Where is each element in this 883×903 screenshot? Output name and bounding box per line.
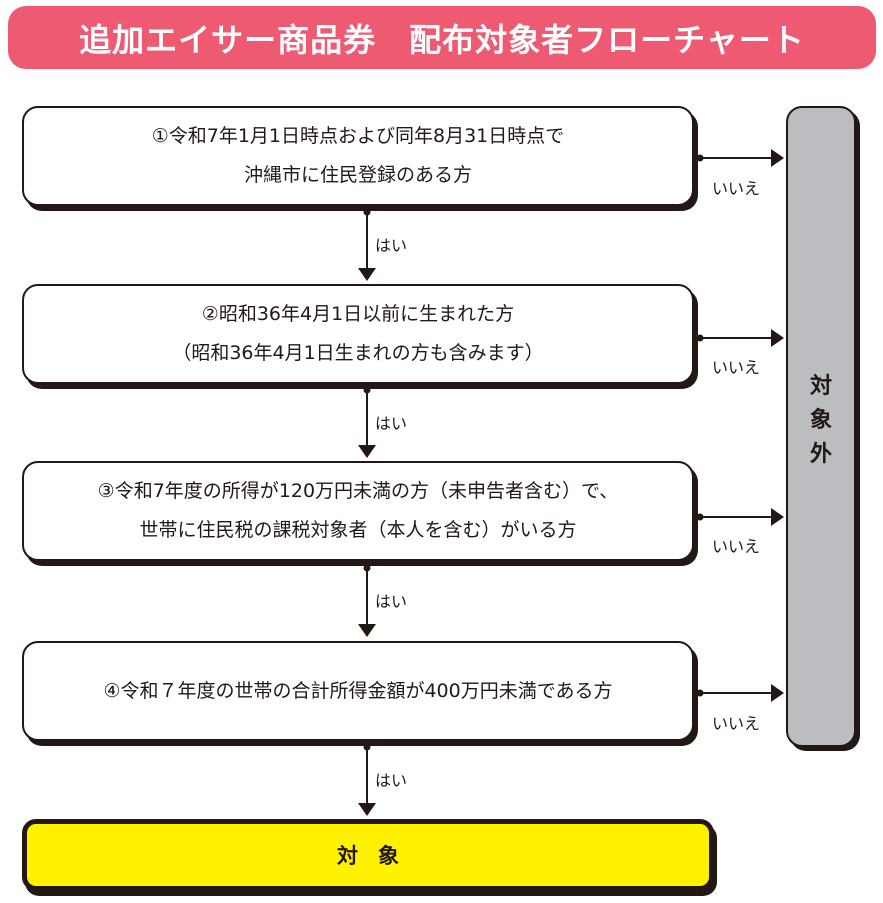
arrow-right-icon [771,684,784,702]
no-arrow-1 [696,149,784,167]
criterion-1-line-1: ①令和7年1月1日時点および同年8月31日時点で [151,125,565,147]
criterion-box-4: ④令和７年度の世帯の合計所得金額が400万円未満である方 [22,641,694,741]
connector-dot [696,513,704,521]
page-title: 追加エイサー商品券 配布対象者フローチャート [8,6,876,69]
criterion-4-line-1: ④令和７年度の世帯の合計所得金額が400万円未満である方 [103,679,613,702]
criterion-box-3: ③令和7年度の所得が120万円未満の方（未申告者含む）で、 世帯に住民税の課税対… [22,461,694,561]
yes-arrow-4 [358,743,376,816]
connector-dot [696,689,704,697]
yes-arrow-2 [358,386,376,458]
connector-dot [696,334,704,342]
arrow-right-icon [771,508,784,526]
connector-dot [363,564,371,572]
yes-label-1: はい [375,236,408,255]
connector-dot [363,386,371,394]
yes-arrow-3 [358,564,376,637]
connector-dot [363,208,371,216]
no-label-2: いいえ [712,358,761,377]
not-eligible-label: 対 象 外 [810,370,832,472]
arrow-down-icon [358,445,376,458]
criterion-box-2: ②昭和36年4月1日以前に生まれた方 （昭和36年4月1日生まれの方も含みます） [22,284,694,384]
criterion-1-line-2: 沖縄市に住民登録のある方 [243,164,472,186]
eligible-result-label: 対象 [337,844,419,868]
arrow-down-icon [358,268,376,281]
yes-label-2: はい [375,414,408,433]
yes-label-4: はい [375,771,408,790]
not-eligible-char-1: 対 [809,374,832,399]
not-eligible-box: 対 象 外 [786,106,856,747]
arrow-right-icon [771,149,784,167]
yes-label-3: はい [375,592,408,611]
connector-dot [363,743,371,751]
no-label-4: いいえ [712,714,761,733]
not-eligible-char-3: 外 [809,442,832,467]
yes-arrow-1 [358,208,376,281]
no-arrow-4 [696,684,784,702]
criterion-box-1: ①令和7年1月1日時点および同年8月31日時点で 沖縄市に住民登録のある方 [22,106,694,206]
no-arrow-2 [696,329,784,347]
arrow-down-icon [358,624,376,637]
criterion-2-line-1: ②昭和36年4月1日以前に生まれた方 [201,303,515,325]
criterion-2-line-2: （昭和36年4月1日生まれの方も含みます） [172,342,544,364]
criterion-3-line-2: 世帯に住民税の課税対象者（本人を含む）がいる方 [139,519,577,541]
no-label-3: いいえ [712,537,761,556]
not-eligible-char-2: 象 [809,408,832,433]
arrow-down-icon [358,803,376,816]
no-label-1: いいえ [712,179,761,198]
no-arrow-3 [696,508,784,526]
criterion-3-line-1: ③令和7年度の所得が120万円未満の方（未申告者含む）で、 [97,480,619,502]
connector-dot [696,154,704,162]
arrow-right-icon [771,329,784,347]
eligible-result-box: 対象 [22,819,714,891]
